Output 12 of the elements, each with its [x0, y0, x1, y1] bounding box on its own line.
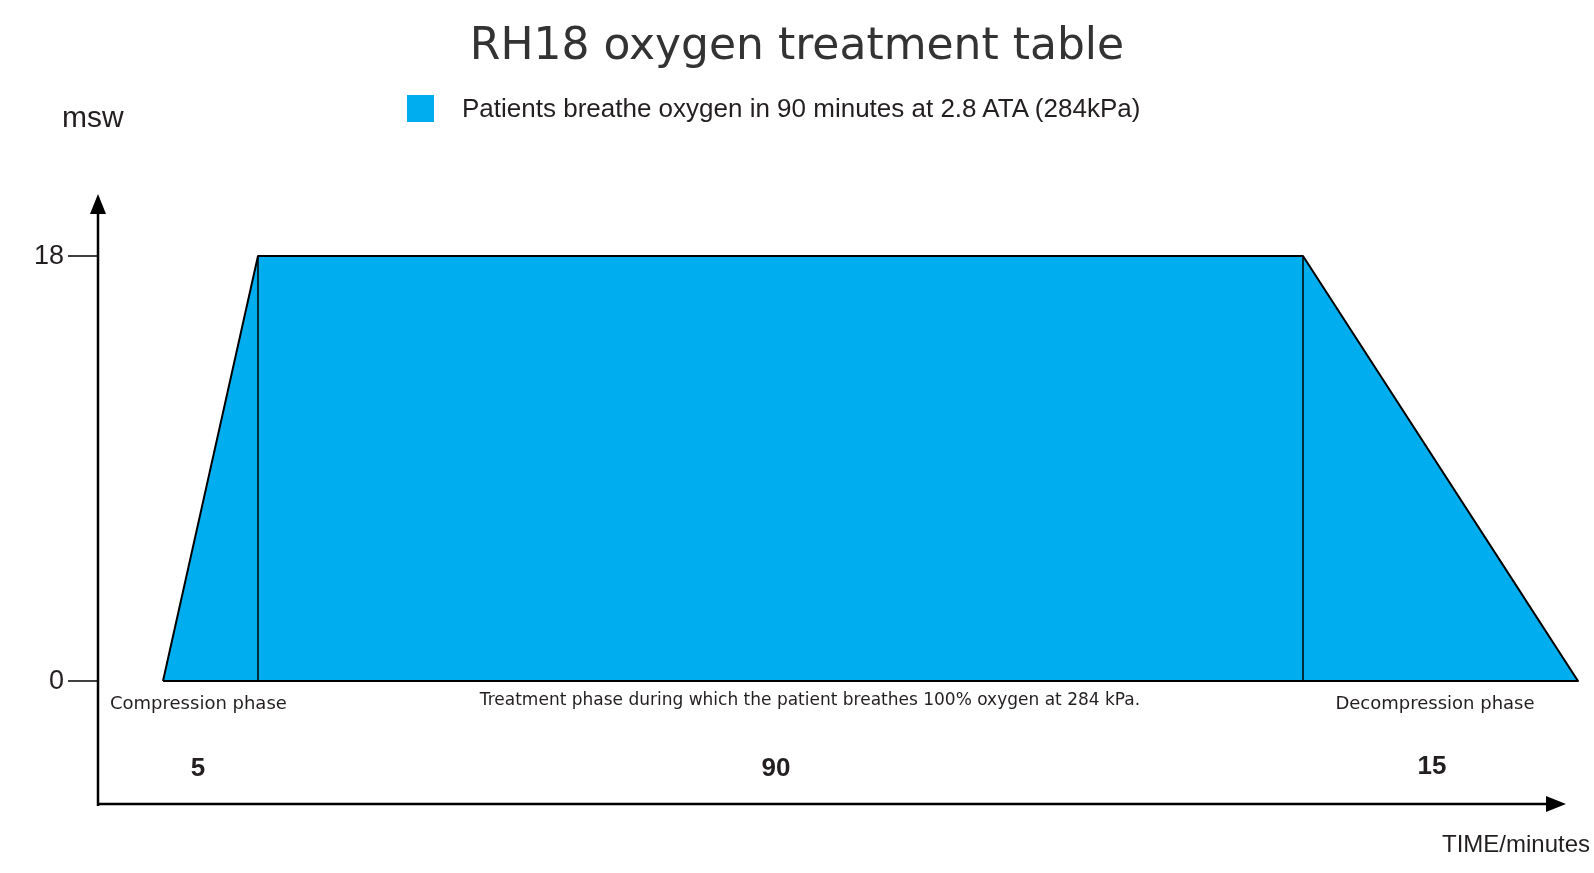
tick-label: 0 — [47, 667, 64, 694]
phase-label: Decompression phase — [1334, 694, 1536, 712]
chart-title: RH18 oxygen treatment table — [468, 22, 1126, 66]
tick-label: 18 — [34, 242, 64, 269]
duration-label: 5 — [189, 754, 207, 780]
axis-title: TIME/minutes — [1440, 832, 1590, 856]
duration-label: 15 — [1416, 752, 1448, 778]
phase-label: Compression phase — [110, 694, 287, 712]
legend-text: Patients breathe oxygen in 90 minutes at 2.8 ATA (284kPa) — [462, 95, 1141, 121]
duration-label: 90 — [760, 754, 792, 780]
phase-label: Treatment phase during which the patient breathes 100% oxygen at 284 kPa. — [478, 691, 1142, 708]
axis-title: msw — [62, 102, 124, 132]
